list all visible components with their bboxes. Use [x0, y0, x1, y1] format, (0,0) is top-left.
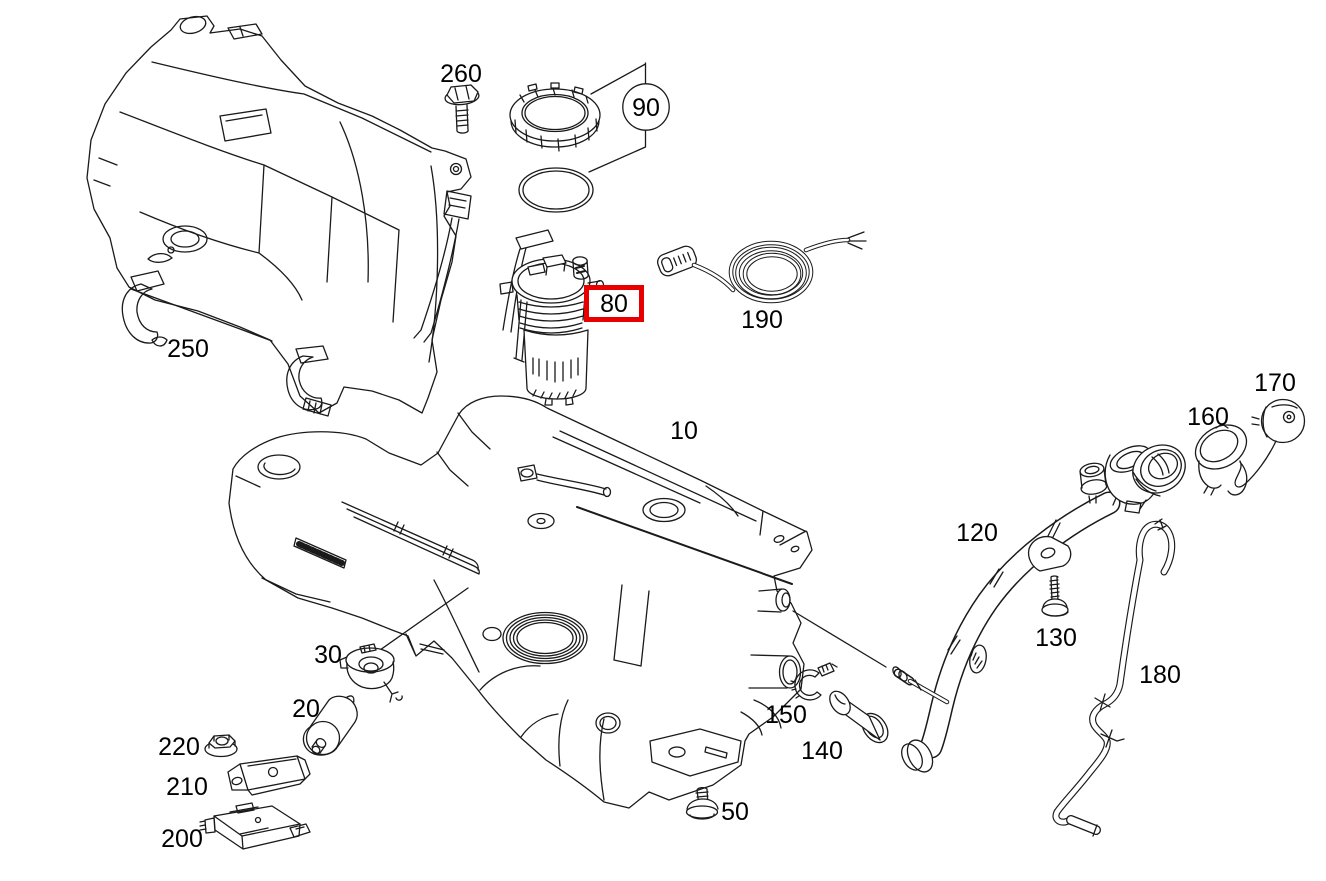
fuel-pump-module-80-drawing: [499, 229, 605, 406]
part-label-250[interactable]: 250: [167, 335, 209, 363]
highlight-red-box: [584, 285, 644, 322]
sleeve-140-drawing: [829, 690, 889, 744]
tank-left-port: [257, 454, 301, 480]
callout-90-leader-lines: [588, 62, 647, 173]
wiring-harness-190-drawing: [657, 231, 867, 304]
harness-connector: [657, 245, 697, 277]
filler-pipe-120-drawing: [901, 444, 1186, 773]
leader-line-to-vent-pipe: [792, 610, 887, 668]
part-label-20[interactable]: 20: [292, 695, 320, 723]
vent-hose-180-drawing: [1052, 518, 1176, 837]
locking-ring-90-drawing: [509, 82, 601, 152]
part-labels: 10 20 30 50 80 90 120 130 140 150 160 17…: [158, 60, 1296, 853]
part-label-90[interactable]: 90: [632, 94, 660, 122]
pump-seal-ring-drawing: [518, 167, 594, 213]
shield-top-hole: [179, 15, 207, 35]
part-label-10[interactable]: 10: [670, 417, 698, 445]
part-label-150[interactable]: 150: [765, 701, 807, 729]
cap-tether: [1234, 440, 1277, 488]
tank-lower-bracket: [649, 728, 742, 777]
part-label-160[interactable]: 160: [1187, 403, 1229, 431]
vent-pipe-piece-drawing: [892, 666, 950, 705]
part-label-190[interactable]: 190: [741, 306, 783, 334]
shield-left-strap: [121, 270, 168, 347]
part-label-30[interactable]: 30: [314, 641, 342, 669]
tank-vent-fitting: [517, 464, 607, 496]
tank-pump-opening: [502, 611, 588, 665]
screw-50-drawing: [685, 786, 719, 820]
screw-130-drawing: [1041, 575, 1069, 617]
part-label-120[interactable]: 120: [956, 519, 998, 547]
callout-90-balloon: [588, 62, 670, 173]
tank-outlet-stub-small: [757, 588, 783, 613]
part-label-260[interactable]: 260: [440, 60, 482, 88]
part-label-220[interactable]: 220: [158, 733, 200, 761]
fuel-tank-10-drawing: [228, 395, 887, 809]
tank-outlet-stub-large: [748, 654, 790, 689]
shield-center-strap: [286, 345, 332, 417]
highlight-80-box[interactable]: [584, 285, 644, 322]
filter-20-drawing: [302, 695, 358, 756]
nut-220-drawing: [204, 734, 238, 758]
filler-pipe-elbow-sleeve: [906, 739, 934, 773]
part-label-140[interactable]: 140: [801, 737, 843, 765]
bolt-260-drawing: [444, 84, 480, 134]
filler-seal-160-drawing: [1194, 423, 1248, 496]
part-label-130[interactable]: 130: [1035, 624, 1077, 652]
callout-90-circle: [622, 83, 670, 131]
bracket-210-drawing: [227, 755, 311, 796]
control-module-200-drawing: [199, 802, 311, 850]
filler-vent-cap: [1080, 479, 1108, 495]
part-label-170[interactable]: 170: [1254, 369, 1296, 397]
part-label-210[interactable]: 210: [166, 773, 208, 801]
part-label-180[interactable]: 180: [1139, 661, 1181, 689]
leader-line-to-30: [379, 587, 469, 651]
tank-shield-250-drawing: [86, 15, 472, 417]
tank-fuel-lines: [341, 501, 480, 575]
part-label-80-highlighted[interactable]: 80: [600, 290, 628, 318]
filler-pipe-bracket: [1027, 535, 1072, 572]
part-label-200[interactable]: 200: [161, 825, 203, 853]
part-label-50[interactable]: 50: [721, 798, 749, 826]
valve-30-drawing: [339, 643, 403, 703]
fuel-cap-170-drawing: [1234, 398, 1306, 488]
clamp-150-drawing: [790, 662, 838, 701]
